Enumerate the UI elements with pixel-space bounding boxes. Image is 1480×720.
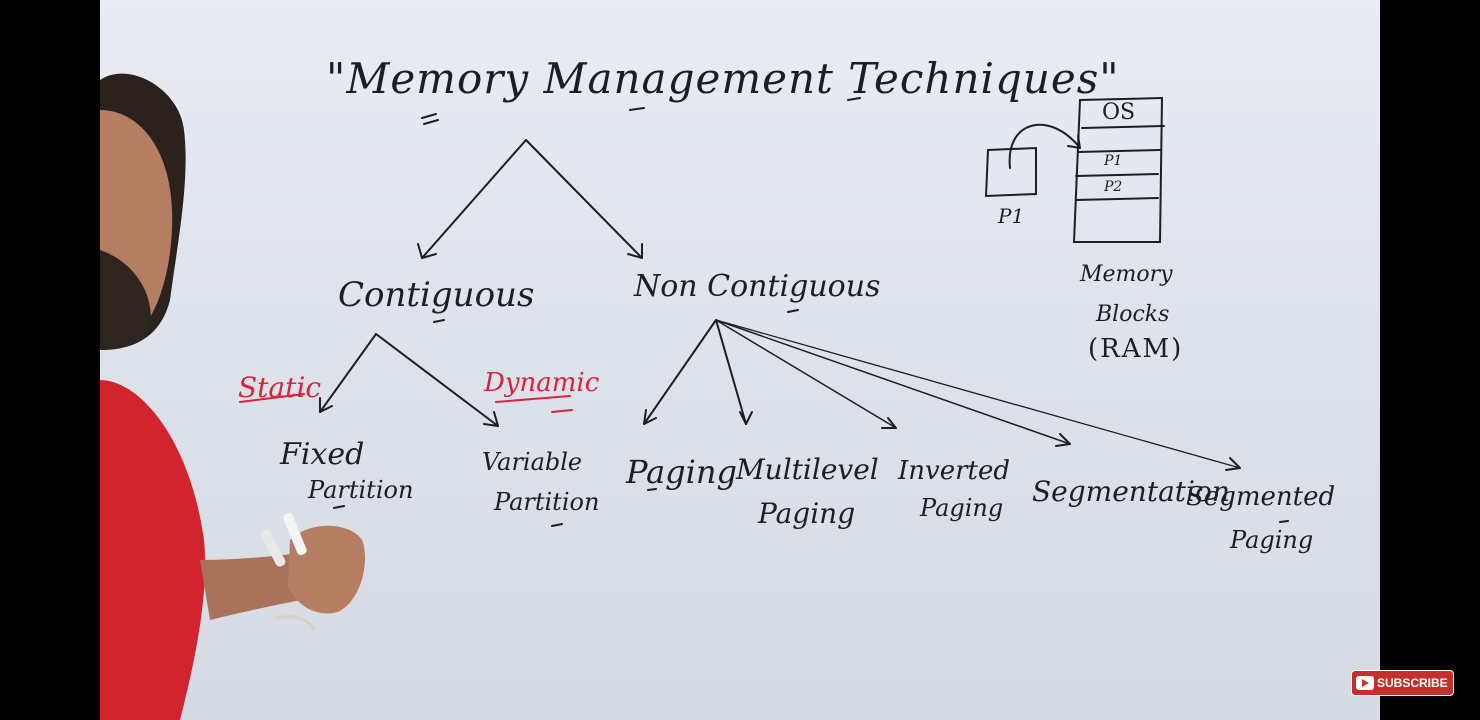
diagram-title: "Memory Management Techniques" xyxy=(326,54,1120,103)
label-multilevel-paging: Paging xyxy=(758,497,856,530)
subscribe-label: SUBSCRIBE xyxy=(1377,676,1448,690)
video-frame[interactable]: "Memory Management Techniques" Contiguou… xyxy=(100,0,1380,720)
presenter-figure xyxy=(100,73,365,720)
process-load-arrow xyxy=(1008,123,1081,169)
label-variable: Variable xyxy=(482,448,583,476)
arrow-to-non-contiguous xyxy=(525,139,643,259)
label-paging: Paging xyxy=(626,453,737,491)
label-static: Static xyxy=(238,371,322,404)
label-inverted: Inverted xyxy=(898,456,1010,486)
label-non-contiguous: Non Contiguous xyxy=(634,269,881,304)
ram-block xyxy=(1072,96,1164,243)
label-fixed-partition: Partition xyxy=(308,476,414,504)
label-dynamic: Dynamic xyxy=(484,368,600,398)
process-box xyxy=(984,146,1037,198)
arrow-to-variable xyxy=(375,333,499,427)
ram-p2-label: P2 xyxy=(1104,179,1123,195)
blocks-label: Blocks xyxy=(1096,302,1170,327)
arrow-to-segmentation xyxy=(715,319,1071,445)
ram-p1-label: P1 xyxy=(1104,153,1123,169)
label-segmented: Segmented xyxy=(1186,482,1336,512)
youtube-play-icon xyxy=(1356,676,1374,690)
arrow-to-fixed xyxy=(319,333,377,413)
arrow-to-segmented-paging xyxy=(715,319,1241,469)
label-segmentation: Segmentation xyxy=(1032,475,1230,508)
label-contiguous: Contiguous xyxy=(338,275,535,315)
label-multilevel: Multilevel xyxy=(736,453,879,486)
arrow-to-multilevel xyxy=(715,319,747,425)
label-fixed: Fixed xyxy=(280,437,365,472)
whiteboard-drawing xyxy=(239,96,1289,527)
subscribe-button[interactable]: SUBSCRIBE xyxy=(1351,670,1454,696)
arrow-to-inverted xyxy=(715,319,897,429)
label-variable-partition: Partition xyxy=(494,488,600,516)
process-label: P1 xyxy=(998,204,1025,228)
ram-label: (RAM) xyxy=(1088,334,1184,364)
memory-label: Memory xyxy=(1080,262,1173,287)
label-segmented-paging: Paging xyxy=(1230,526,1314,554)
arrow-to-paging xyxy=(643,319,717,425)
label-inverted-paging: Paging xyxy=(920,494,1004,522)
arrow-to-contiguous xyxy=(421,139,527,259)
ram-os-label: OS xyxy=(1102,100,1136,125)
